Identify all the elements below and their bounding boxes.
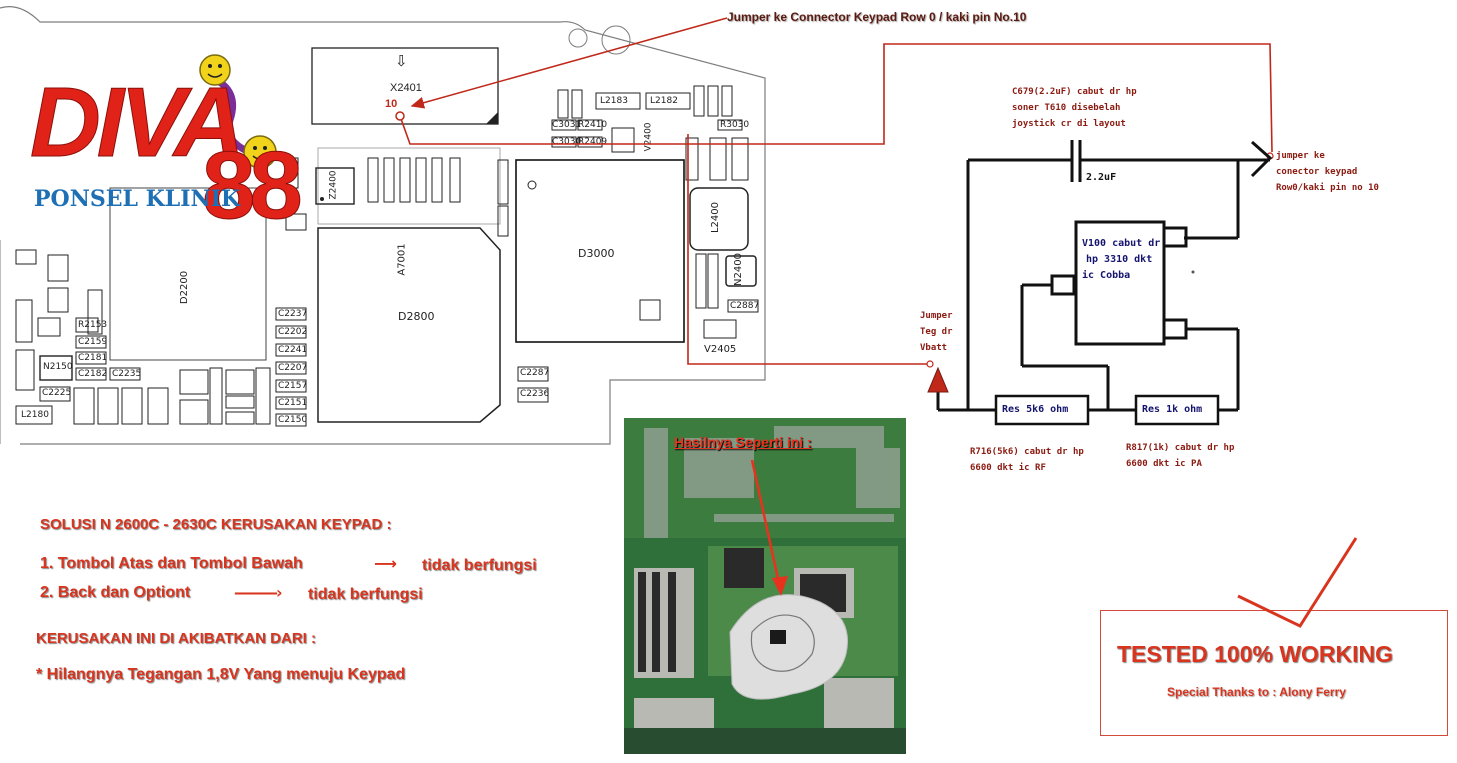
pin-label: 10	[385, 98, 398, 110]
cause-title: KERUSAKAN INI DI AKIBATKAN DARI :	[36, 630, 316, 647]
chip-n2150: N2150	[43, 362, 73, 372]
part-c2207: C2150	[278, 415, 308, 425]
res2-label: Res 1k ohm	[1142, 404, 1203, 415]
solution-title: SOLUSI N 2600C - 2630C KERUSAKAN KEYPAD …	[40, 516, 392, 533]
vbatt-note-line1: Jumper	[920, 311, 953, 321]
tested-thanks: Special Thanks to : Alony Ferry	[1167, 685, 1346, 699]
top-annotation: Jumper ke Connector Keypad Row 0 / kaki …	[727, 10, 1027, 24]
solution-item1-result: tidak berfungsi	[422, 557, 537, 574]
ic-label-line1: V100 cabut dr	[1082, 238, 1161, 249]
smiley-icon	[199, 54, 277, 169]
item2-arrow-icon: ———›	[234, 583, 283, 602]
vbatt-note-line3: Vbatt	[920, 343, 948, 353]
res1-note-line1: R716(5k6) cabut dr hp	[970, 447, 1084, 457]
part-c2236: C2241	[278, 345, 308, 355]
res1-label: Res 5k6 ohm	[1002, 404, 1069, 415]
logo-number: 88	[202, 132, 304, 239]
part-c2287: C2202	[278, 327, 308, 337]
part-c2180: R2153	[78, 320, 108, 330]
solution-item2-result: tidak berfungsi	[308, 586, 423, 603]
part-c2863: C2236	[520, 389, 550, 399]
part-r2156: C2159	[78, 337, 108, 347]
part-r3030: R3030	[720, 120, 750, 130]
part-c2237: C2207	[278, 363, 308, 373]
part-c2202: C2157	[278, 381, 308, 391]
part-c2887: C2237	[278, 309, 308, 319]
logo-brand: DIVA	[30, 67, 246, 177]
vbatt-note-line2: Teg dr	[920, 327, 953, 337]
part-l2180: L2180	[21, 410, 49, 420]
chip-v2405: V2405	[704, 344, 737, 355]
res2-note-line1: R817(1k) cabut dr hp	[1126, 443, 1235, 453]
ic-label-line3: ic Cobba	[1082, 270, 1131, 281]
logo-tagline: PONSEL KLINIK	[34, 186, 241, 212]
part-r2158: C2182	[78, 369, 108, 379]
logo: DIVA 88 PONSEL KLINIK	[10, 50, 303, 250]
cap-note-line2: soner T610 disebelah	[1012, 103, 1121, 113]
part-c2241: C2151	[278, 398, 308, 408]
part-l2182: L2182	[650, 96, 678, 106]
part-c2864: C2287	[520, 368, 550, 378]
connector-label: X2401	[390, 82, 422, 94]
ic-label-line2: hp 3310 dkt	[1086, 254, 1153, 265]
part-r2408: C2887	[730, 301, 760, 311]
solution-item1: 1. Tombol Atas dan Tombol Bawah	[40, 555, 303, 572]
chip-d3000: D3000	[578, 247, 615, 260]
board-photo-image	[624, 418, 906, 754]
part-c2181: C2225	[42, 388, 72, 398]
part-l2183: L2183	[600, 96, 628, 106]
res1-note-line2: 6600 dkt ic RF	[970, 463, 1046, 473]
cap-value: 2.2uF	[1086, 172, 1117, 183]
res2-note-line2: 6600 dkt ic PA	[1126, 459, 1202, 469]
cause-text: * Hilangnya Tegangan 1,8V Yang menuju Ke…	[36, 666, 406, 683]
part-c2159: C2235	[112, 369, 142, 379]
tested-title: TESTED 100% WORKING	[1117, 641, 1394, 667]
chip-d2800: D2800	[398, 310, 435, 323]
part-r2410: R2410	[578, 120, 608, 130]
cap-note-line1: C679(2.2uF) cabut dr hp	[1012, 87, 1137, 97]
part-c3031: C3031	[552, 120, 582, 130]
part-c3030: C3030	[552, 137, 582, 147]
photo-caption: Hasilnya Seperti ini :	[674, 434, 812, 450]
jumper-note-line1: jumper ke	[1276, 151, 1325, 161]
photo-arrow	[750, 459, 788, 596]
part-r2159: C2181	[78, 353, 108, 363]
part-r2409: R2409	[578, 137, 608, 147]
item1-arrow-icon: ⟶	[374, 554, 397, 573]
jumper-note-line2: conector keypad	[1276, 167, 1358, 177]
connector-arrow-icon: ⇩	[395, 52, 408, 70]
tested-box: TESTED 100% WORKING Special Thanks to : …	[1100, 610, 1448, 736]
jumper-note-line3: Row0/kaki pin no 10	[1276, 183, 1379, 193]
solution-item2: 2. Back dan Optiont	[40, 584, 191, 601]
cap-note-line3: joystick cr di layout	[1012, 119, 1126, 129]
board-photo: Hasilnya Seperti ini :	[624, 418, 906, 754]
